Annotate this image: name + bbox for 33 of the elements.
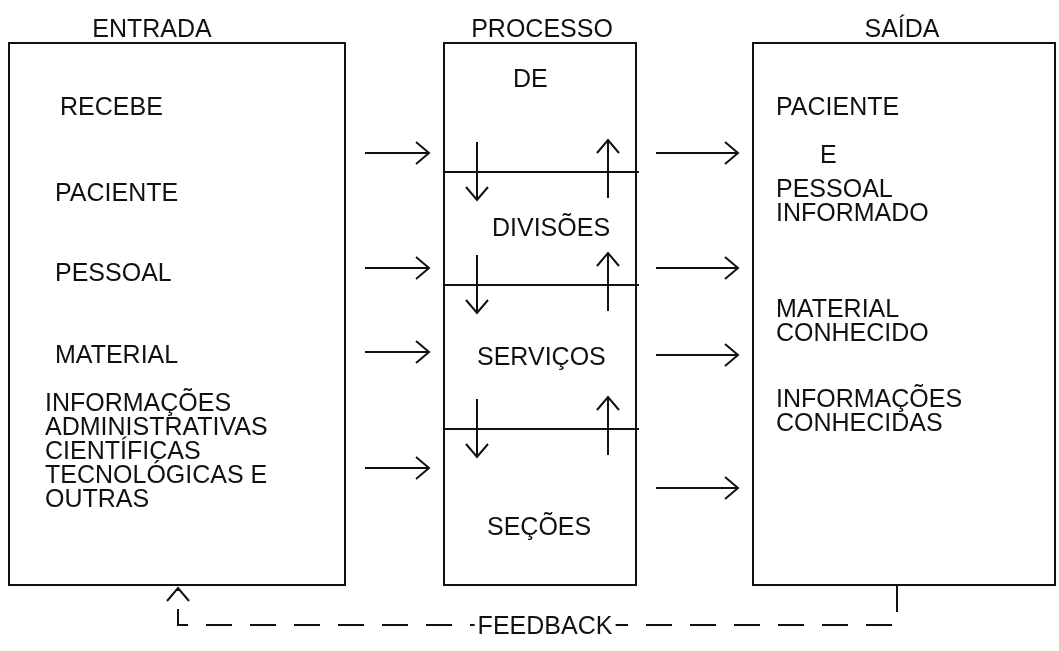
- arrow: [364, 340, 430, 364]
- arrow: [364, 456, 430, 480]
- column-heading: PROCESSO: [471, 16, 613, 40]
- arrow: [655, 343, 739, 367]
- column-heading: ENTRADA: [92, 16, 212, 40]
- arrow: [465, 141, 489, 201]
- arrow: [364, 256, 430, 280]
- item-label: MATERIAL: [55, 342, 179, 366]
- item-label: PACIENTE: [776, 94, 900, 118]
- item-label: RECEBE: [60, 94, 163, 118]
- arrow: [465, 398, 489, 458]
- arrow: [465, 254, 489, 314]
- item-label: MATERIAL CONHECIDO: [776, 296, 930, 344]
- process-section: [445, 285, 639, 429]
- item-label: E: [820, 142, 837, 166]
- arrow: [596, 396, 620, 456]
- arrow: [655, 141, 739, 165]
- item-label: PACIENTE: [55, 180, 179, 204]
- item-label: INFORMAÇÕES CONHECIDAS: [776, 386, 964, 434]
- item-label: PESSOAL INFORMADO: [776, 176, 930, 224]
- item-label: SEÇÕES: [487, 514, 592, 538]
- item-label: PESSOAL: [55, 260, 172, 284]
- item-label: DE: [513, 66, 548, 90]
- arrow: [596, 139, 620, 199]
- item-label: SERVIÇOS: [477, 344, 606, 368]
- arrow: [655, 476, 739, 500]
- arrow: [655, 256, 739, 280]
- item-label: DIVISÕES: [492, 215, 611, 239]
- item-label: INFORMAÇÕES ADMINISTRATIVAS CIENTÍFICAS TECNOLÓGICAS E OUTRAS: [45, 390, 269, 510]
- column-heading: SAÍDA: [864, 16, 940, 40]
- process-section: [445, 172, 639, 285]
- arrow: [596, 252, 620, 312]
- arrow: [364, 141, 430, 165]
